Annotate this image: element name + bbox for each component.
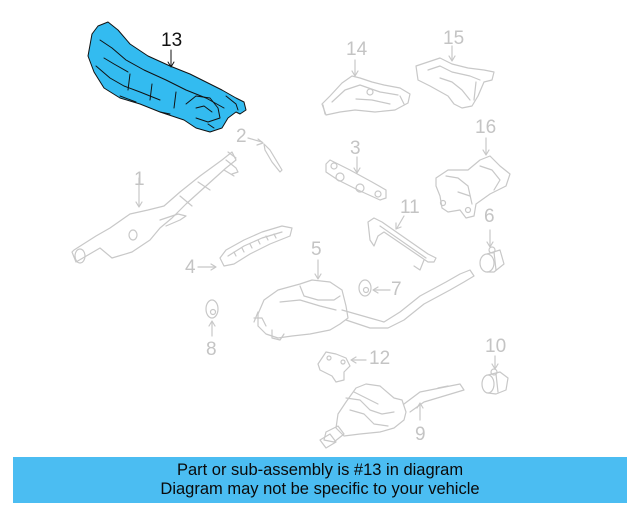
part-info-banner: Part or sub-assembly is #13 in diagram D… [13,457,627,503]
callout-4: 4 [185,257,196,278]
part-4-gasket-strip[interactable] [197,225,293,271]
part-5-muffler[interactable] [253,259,475,341]
part-1-catalytic-converter[interactable] [71,151,239,264]
callout-6: 6 [484,206,495,227]
callout-7: 7 [391,279,402,300]
callout-3: 3 [350,138,361,159]
part-6-clamp[interactable] [479,229,505,273]
part-16-bracket[interactable] [435,137,511,219]
banner-part-line: Part or sub-assembly is #13 in diagram [176,461,464,479]
callout-14: 14 [346,39,368,60]
part-11-bracket[interactable] [367,215,437,271]
callout-16: 16 [475,117,497,138]
callout-15: 15 [443,28,465,49]
callout-13: 13 [161,30,183,51]
part-8-hanger[interactable] [205,299,219,337]
banner-disclaimer-line: Diagram may not be specific to your vehi… [160,480,480,498]
part-3-gasket[interactable] [325,156,387,201]
callout-10: 10 [485,336,507,357]
part-2-gasket[interactable] [247,137,283,173]
callout-1: 1 [134,169,145,190]
part-12-bracket[interactable] [317,351,367,383]
callout-5: 5 [311,239,322,260]
callout-12: 12 [369,348,391,369]
part-14-heat-shield[interactable] [321,59,411,116]
part-7-hanger[interactable] [358,279,391,297]
part-13-heat-shield-highlighted[interactable] [87,21,247,133]
part-15-heat-shield[interactable] [415,45,495,109]
callout-9: 9 [415,424,426,445]
callout-2: 2 [236,126,247,147]
part-10-clamp[interactable] [481,355,509,395]
callout-8: 8 [206,339,217,360]
callout-11: 11 [400,197,420,218]
part-9-rear-muffler[interactable] [319,383,465,449]
